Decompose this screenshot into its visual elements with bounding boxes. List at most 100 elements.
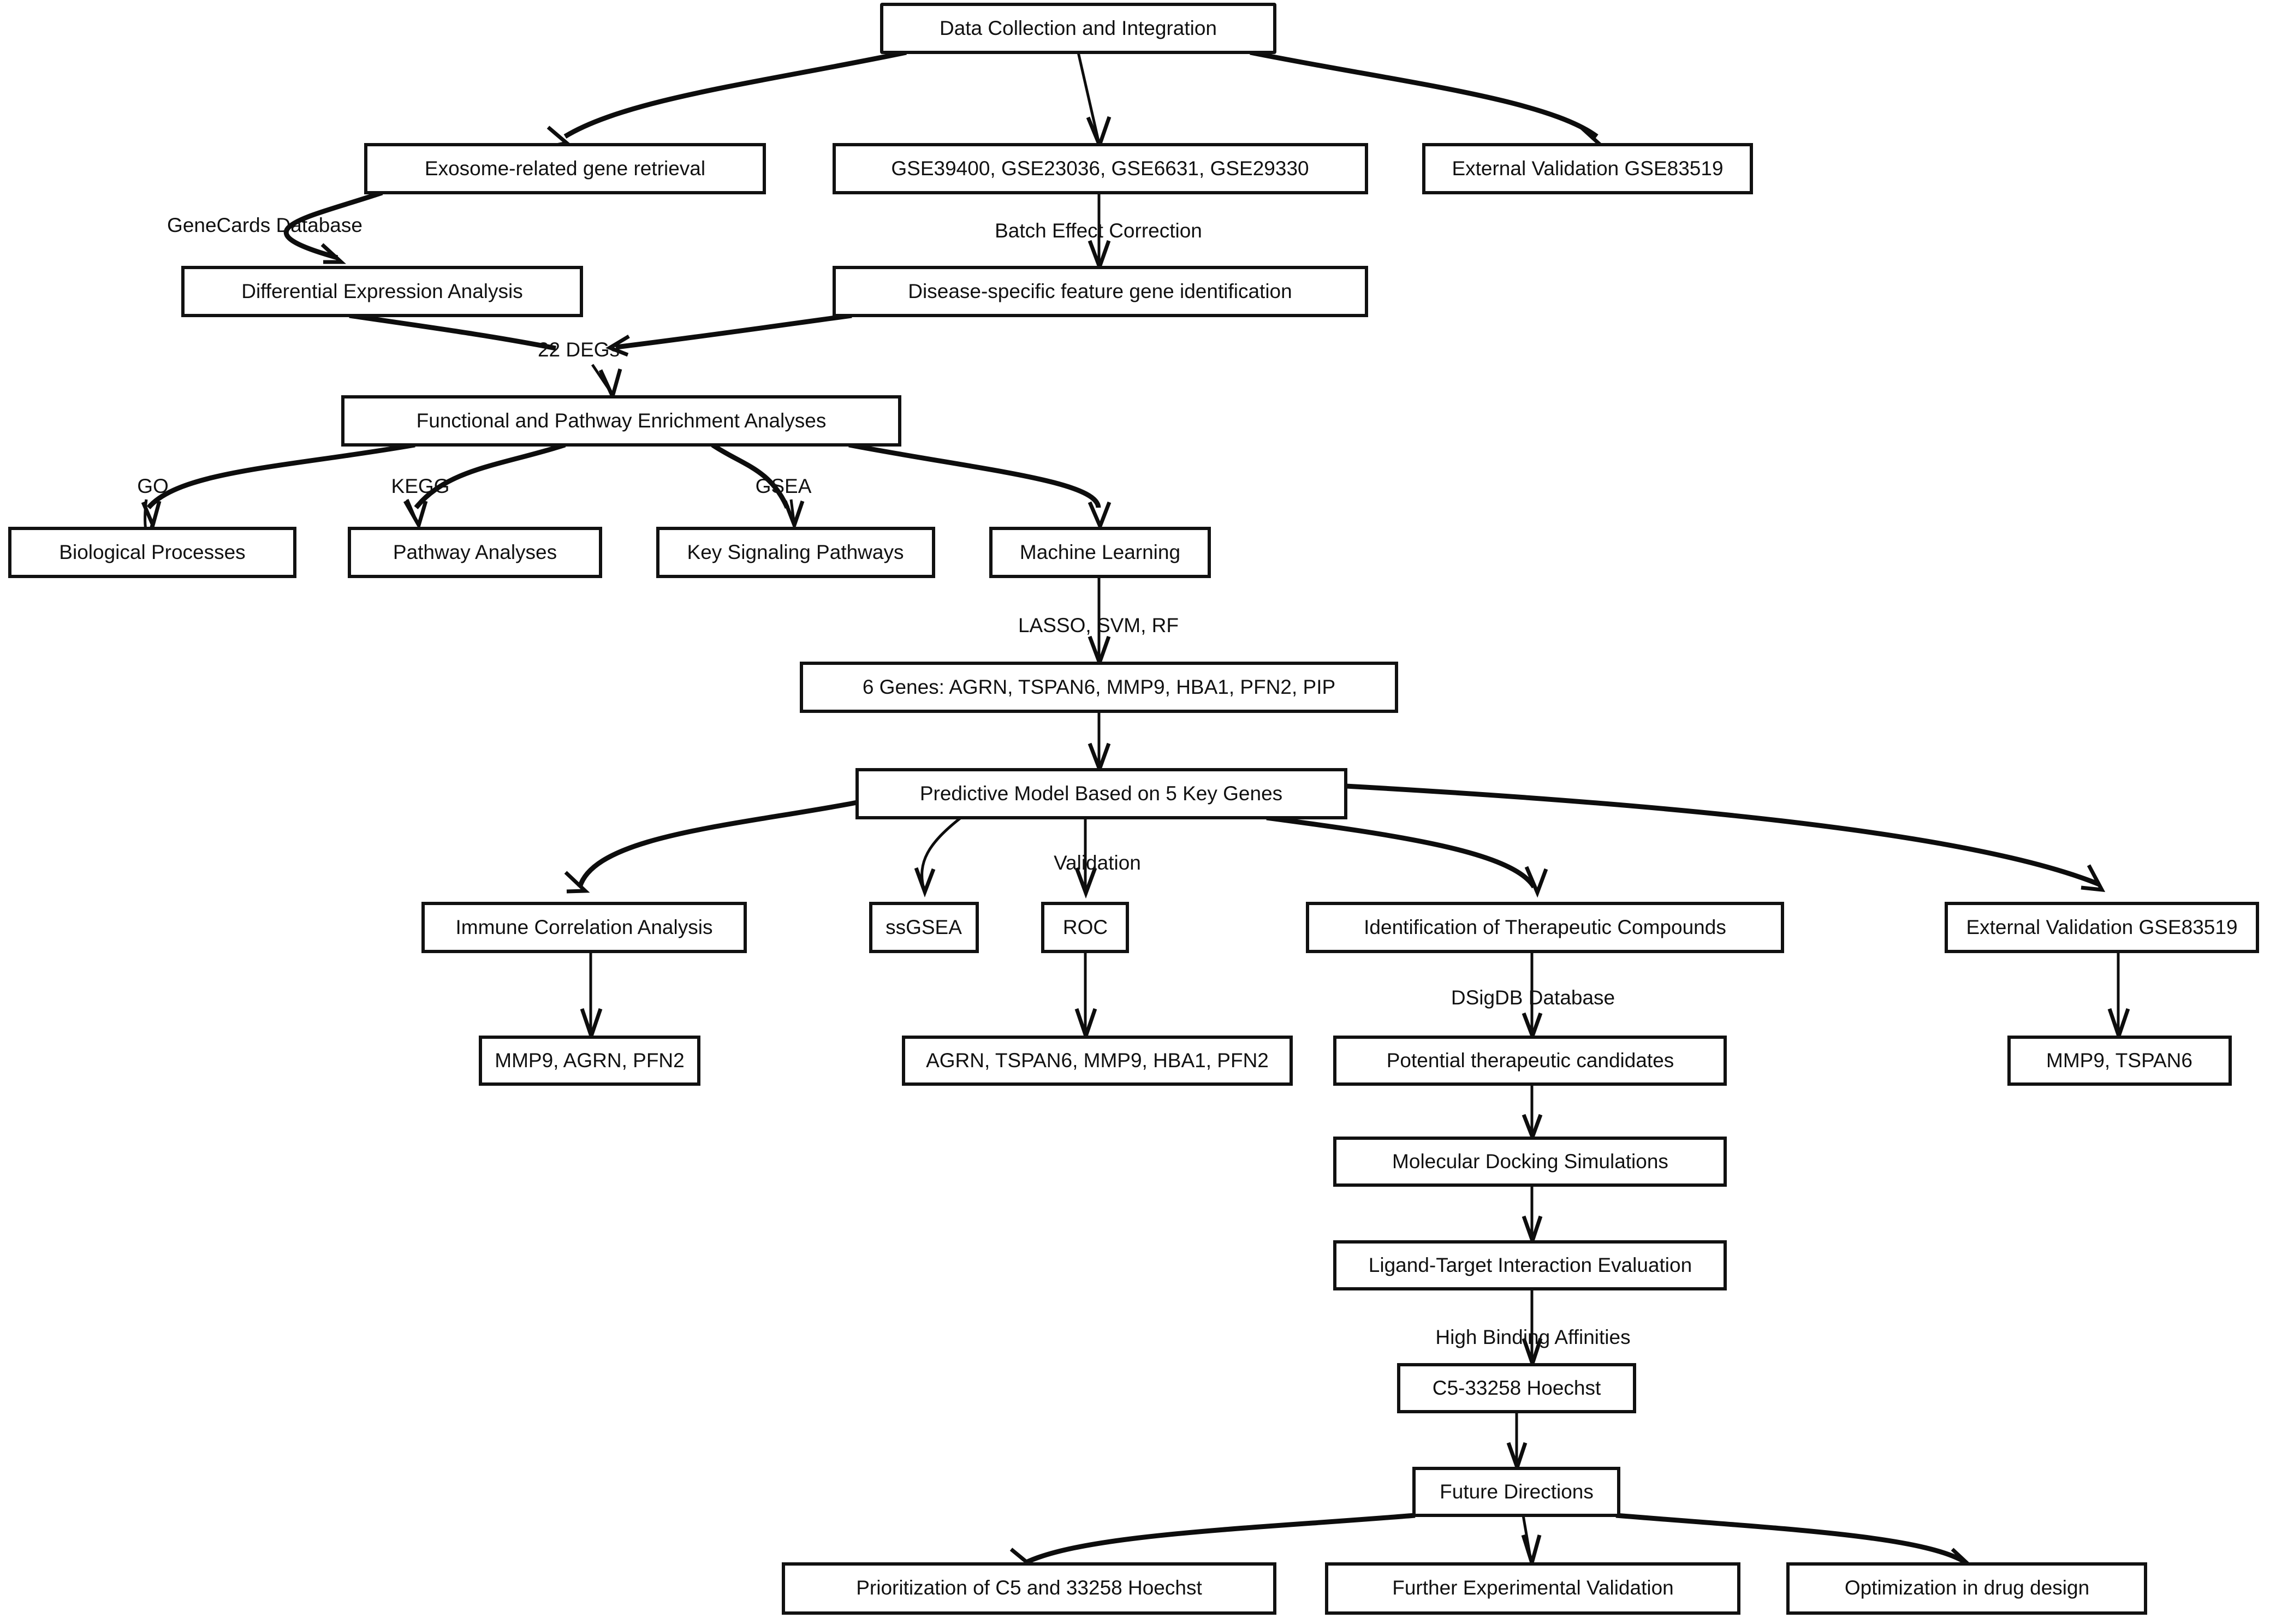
edge-label-layer: GeneCards Database Batch Effect Correcti… bbox=[137, 214, 1630, 1348]
edge-data-collection-to-gse bbox=[1077, 52, 1100, 141]
node-enrichment[interactable]: Functional and Pathway Enrichment Analys… bbox=[341, 395, 901, 447]
node-label-biological-processes: Biological Processes bbox=[59, 541, 245, 563]
node-c5-hoechst[interactable]: C5-33258 Hoechst bbox=[1397, 1363, 1636, 1413]
node-future-directions[interactable]: Future Directions bbox=[1412, 1467, 1620, 1517]
edge-label-go: GO bbox=[137, 475, 169, 497]
arrowhead-gse bbox=[1086, 116, 1112, 151]
edge-model-to-therapeutic bbox=[1266, 815, 1536, 889]
node-label-immune-correlation: Immune Correlation Analysis bbox=[456, 916, 713, 938]
edge-label-gsea: GSEA bbox=[756, 475, 812, 497]
node-drug-design[interactable]: Optimization in drug design bbox=[1786, 1562, 2147, 1615]
edge-future-to-prioritization bbox=[1025, 1513, 1416, 1565]
node-label-pathway-analyses: Pathway Analyses bbox=[393, 541, 557, 563]
node-label-roc-genes: AGRN, TSPAN6, MMP9, HBA1, PFN2 bbox=[926, 1049, 1269, 1072]
node-label-exosome-retrieval: Exosome-related gene retrieval bbox=[425, 157, 705, 180]
edge-label-dsigdb: DSigDB Database bbox=[1451, 986, 1615, 1009]
edge-model-to-ssgsea bbox=[920, 817, 962, 889]
edge-label-validation: Validation bbox=[1054, 852, 1141, 874]
node-roc[interactable]: ROC bbox=[1041, 902, 1129, 953]
node-docking[interactable]: Molecular Docking Simulations bbox=[1333, 1137, 1727, 1187]
edge-enrichment-to-keysignal bbox=[711, 443, 790, 509]
node-label-potential-candidates: Potential therapeutic candidates bbox=[1387, 1049, 1674, 1072]
node-label-future-directions: Future Directions bbox=[1440, 1480, 1594, 1503]
node-label-enrichment: Functional and Pathway Enrichment Analys… bbox=[417, 409, 827, 432]
edge-data-collection-to-extval1 bbox=[1250, 50, 1598, 139]
node-biological-processes[interactable]: Biological Processes bbox=[8, 527, 296, 578]
edge-label-kegg: KEGG bbox=[391, 475, 450, 497]
node-label-c5-hoechst: C5-33258 Hoechst bbox=[1433, 1377, 1601, 1399]
node-label-external-validation-1: External Validation GSE83519 bbox=[1452, 157, 1723, 180]
node-roc-genes[interactable]: AGRN, TSPAN6, MMP9, HBA1, PFN2 bbox=[902, 1036, 1293, 1086]
node-label-ligand-target: Ligand-Target Interaction Evaluation bbox=[1369, 1254, 1692, 1276]
arrowhead-degs bbox=[605, 334, 630, 357]
node-pathway-analyses[interactable]: Pathway Analyses bbox=[348, 527, 602, 578]
node-label-docking: Molecular Docking Simulations bbox=[1392, 1150, 1668, 1173]
arrowhead-ml bbox=[1088, 501, 1112, 532]
node-gse-datasets[interactable]: GSE39400, GSE23036, GSE6631, GSE29330 bbox=[833, 143, 1368, 194]
node-label-machine-learning: Machine Learning bbox=[1020, 541, 1180, 563]
arrowhead-immune bbox=[564, 871, 590, 894]
node-immune-genes[interactable]: MMP9, AGRN, PFN2 bbox=[479, 1036, 700, 1086]
node-further-validation[interactable]: Further Experimental Validation bbox=[1325, 1562, 1740, 1615]
node-layer: Data Collection and Integration Exosome-… bbox=[8, 3, 2259, 1615]
node-label-disease-feature: Disease-specific feature gene identifica… bbox=[908, 280, 1292, 302]
edge-layer bbox=[141, 50, 2130, 1570]
edge-model-to-extval2 bbox=[1345, 783, 2100, 887]
edge-label-batch-effect: Batch Effect Correction bbox=[995, 219, 1202, 242]
arrowhead-extval2 bbox=[2081, 864, 2106, 893]
node-label-data-collection: Data Collection and Integration bbox=[940, 17, 1217, 39]
node-label-prioritization: Prioritization of C5 and 33258 Hoechst bbox=[856, 1577, 1202, 1599]
node-label-key-signaling: Key Signaling Pathways bbox=[687, 541, 904, 563]
arrowhead-diffexp bbox=[320, 243, 347, 264]
node-differential-expression[interactable]: Differential Expression Analysis bbox=[181, 266, 583, 317]
edge-enrichment-to-ml bbox=[848, 442, 1101, 508]
node-machine-learning[interactable]: Machine Learning bbox=[989, 527, 1211, 578]
node-external-genes[interactable]: MMP9, TSPAN6 bbox=[2007, 1036, 2232, 1086]
node-disease-feature[interactable]: Disease-specific feature gene identifica… bbox=[833, 266, 1368, 317]
node-therapeutic-compounds[interactable]: Identification of Therapeutic Compounds bbox=[1306, 902, 1784, 953]
node-prioritization[interactable]: Prioritization of C5 and 33258 Hoechst bbox=[782, 1562, 1276, 1615]
edge-model-to-immune bbox=[577, 800, 858, 888]
node-label-further-validation: Further Experimental Validation bbox=[1392, 1577, 1674, 1599]
arrowhead-pathway bbox=[403, 500, 428, 530]
edge-diffexp-to-degs bbox=[349, 313, 556, 351]
node-ssgsea[interactable]: ssGSEA bbox=[869, 902, 979, 953]
node-label-predictive-model: Predictive Model Based on 5 Key Genes bbox=[920, 782, 1282, 805]
node-external-validation-1[interactable]: External Validation GSE83519 bbox=[1422, 143, 1753, 194]
node-immune-correlation[interactable]: Immune Correlation Analysis bbox=[421, 902, 747, 953]
node-label-differential-expression: Differential Expression Analysis bbox=[241, 280, 523, 302]
node-exosome-retrieval[interactable]: Exosome-related gene retrieval bbox=[364, 143, 766, 194]
edge-enrichment-to-bioproc bbox=[146, 442, 415, 509]
arrowhead-roc bbox=[1074, 867, 1097, 899]
edge-label-genecards: GeneCards Database bbox=[167, 214, 363, 236]
edge-label-binding-affinities: High Binding Affinities bbox=[1435, 1326, 1630, 1348]
node-label-therapeutic-compounds: Identification of Therapeutic Compounds bbox=[1364, 916, 1726, 938]
edge-exosome-to-diffexp bbox=[283, 190, 383, 260]
node-external-validation-2[interactable]: External Validation GSE83519 bbox=[1945, 902, 2259, 953]
node-label-six-genes: 6 Genes: AGRN, TSPAN6, MMP9, HBA1, PFN2,… bbox=[863, 676, 1335, 698]
edge-future-to-drugdesign bbox=[1615, 1513, 1967, 1564]
node-data-collection[interactable]: Data Collection and Integration bbox=[880, 3, 1276, 54]
node-label-roc: ROC bbox=[1063, 916, 1108, 938]
edge-label-lasso-svm-rf: LASSO, SVM, RF bbox=[1018, 614, 1179, 636]
edge-enrichment-to-pathway bbox=[414, 442, 566, 509]
node-potential-candidates[interactable]: Potential therapeutic candidates bbox=[1333, 1036, 1727, 1086]
node-ligand-target[interactable]: Ligand-Target Interaction Evaluation bbox=[1333, 1240, 1727, 1290]
node-predictive-model[interactable]: Predictive Model Based on 5 Key Genes bbox=[855, 768, 1347, 819]
node-label-drug-design: Optimization in drug design bbox=[1845, 1577, 2089, 1599]
arrowhead-ssgsea bbox=[914, 867, 936, 898]
node-label-gse-datasets: GSE39400, GSE23036, GSE6631, GSE29330 bbox=[891, 157, 1309, 180]
edge-kegg-stem bbox=[406, 499, 420, 526]
edge-gsea-stem bbox=[789, 499, 796, 526]
edge-diseasefeature-to-degs bbox=[615, 313, 852, 350]
node-label-external-validation-2: External Validation GSE83519 bbox=[1966, 916, 2237, 938]
arrowhead-therapeutic bbox=[1524, 866, 1548, 898]
node-six-genes[interactable]: 6 Genes: AGRN, TSPAN6, MMP9, HBA1, PFN2,… bbox=[800, 662, 1398, 713]
edge-data-collection-to-exosome bbox=[563, 50, 907, 139]
node-key-signaling[interactable]: Key Signaling Pathways bbox=[656, 527, 935, 578]
node-label-external-genes: MMP9, TSPAN6 bbox=[2046, 1049, 2192, 1072]
node-label-immune-genes: MMP9, AGRN, PFN2 bbox=[495, 1049, 684, 1072]
edge-label-degs: 22 DEGs bbox=[538, 338, 620, 361]
arrowhead-further bbox=[1521, 1534, 1542, 1570]
